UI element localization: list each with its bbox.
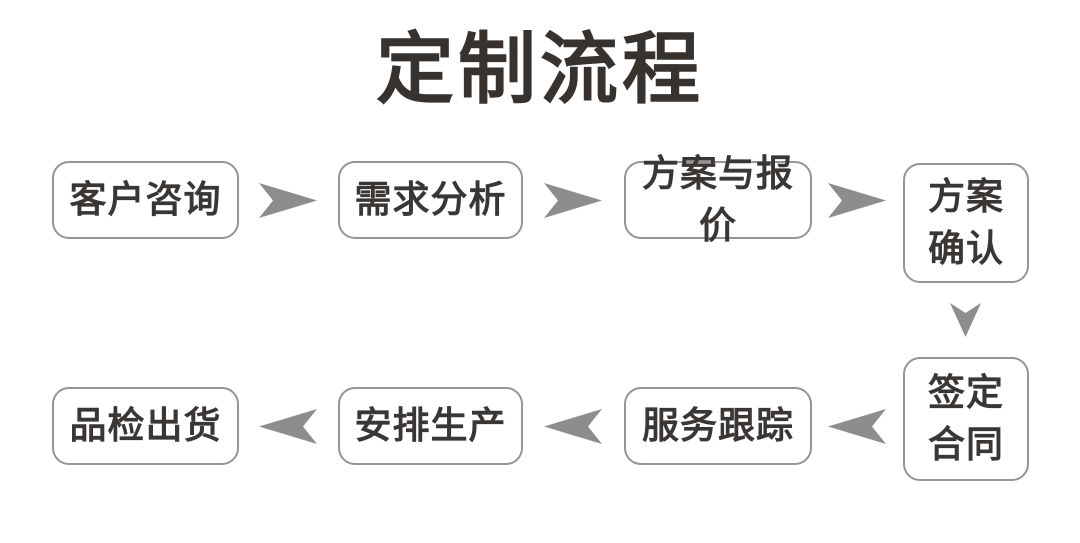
arrow-right-icon [259, 183, 317, 218]
flow-step-proposal-and-quotation: 方案与报价 [624, 153, 812, 246]
flow-step-sign-contract: 签定 合同 [903, 357, 1029, 481]
arrow-right-icon [828, 183, 886, 218]
flow-step-proposal-confirmation: 方案 确认 [903, 163, 1029, 283]
flow-step-service-tracking: 服务跟踪 [624, 387, 812, 465]
arrow-right-icon [544, 183, 602, 218]
page-title: 定制流程 [375, 25, 704, 113]
arrow-left-icon [828, 409, 886, 444]
arrow-down-icon [950, 303, 981, 337]
arrow-left-icon [544, 409, 602, 444]
flow-step-customer-inquiry: 客户咨询 [52, 161, 239, 239]
flow-step-quality-check-shipment: 品检出货 [52, 387, 239, 465]
arrow-left-icon [259, 409, 317, 444]
flow-step-requirements-analysis: 需求分析 [338, 161, 523, 239]
flow-step-arrange-production: 安排生产 [338, 387, 523, 465]
